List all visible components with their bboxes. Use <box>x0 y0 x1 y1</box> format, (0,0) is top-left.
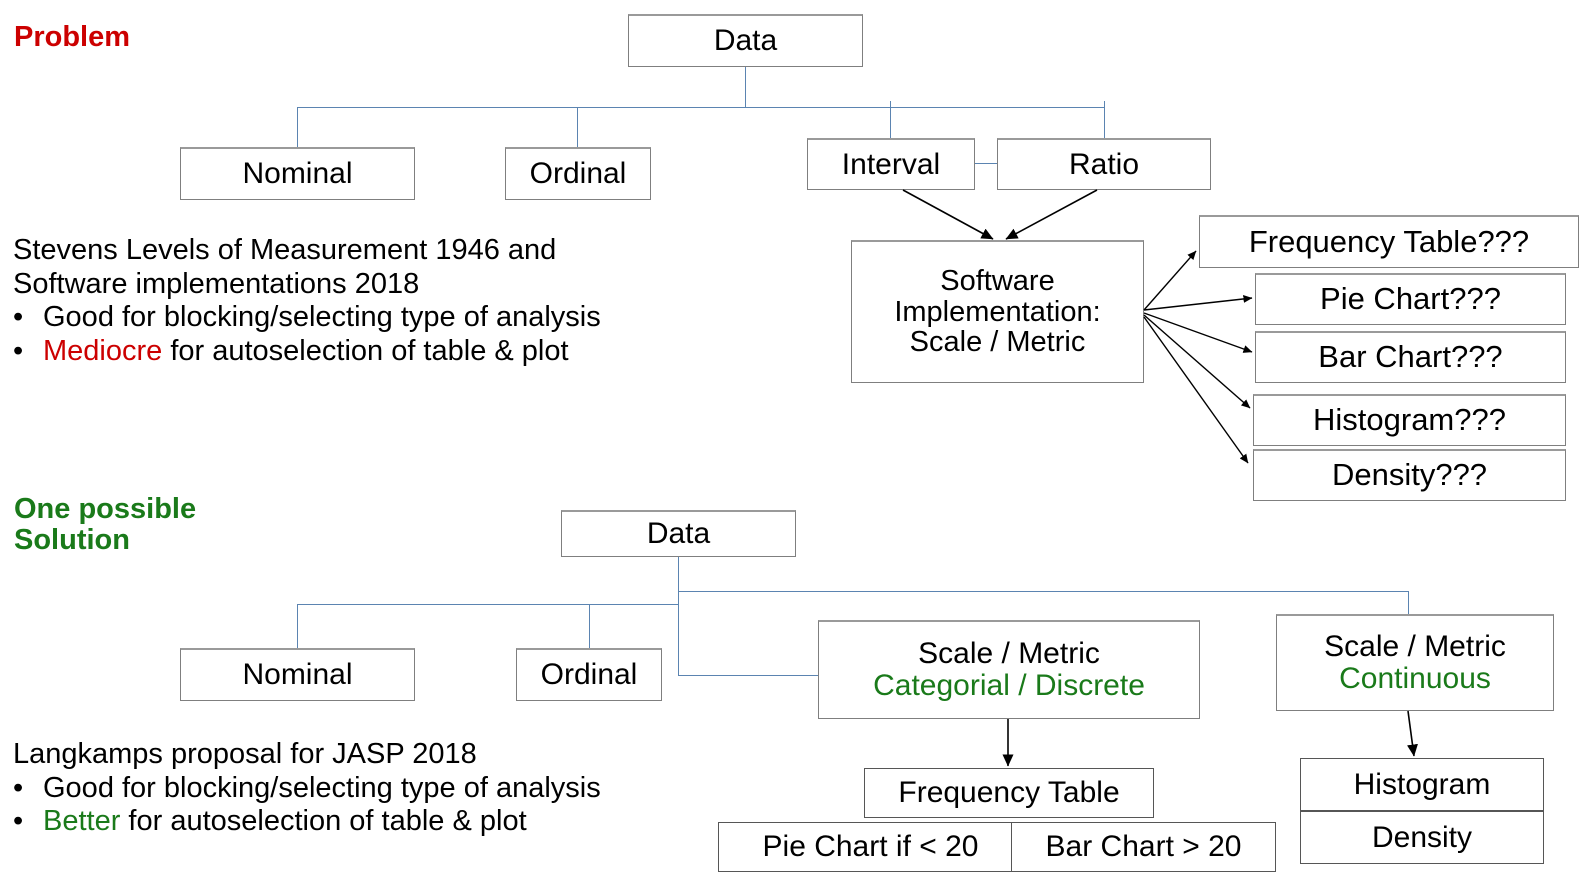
node-label-line3: Scale / Metric <box>909 326 1086 359</box>
node-label: Bar Chart??? <box>1318 339 1503 375</box>
node-label: Nominal <box>242 157 353 191</box>
connector-interval-ratio <box>974 163 998 164</box>
problem-bullet-1: • Good for blocking/selecting type of ana… <box>13 301 601 335</box>
bullet-glyph: • <box>13 771 24 804</box>
node-software-implementation[interactable]: Software Implementation: Scale / Metric <box>851 240 1144 383</box>
node-label-line2: Categorial / Discrete <box>873 669 1145 702</box>
node-label: Density??? <box>1331 457 1488 493</box>
bullet-text: Good for blocking/selecting type of anal… <box>43 771 601 804</box>
node-ratio-problem[interactable]: Ratio <box>997 138 1211 190</box>
node-label: Histogram <box>1353 767 1491 801</box>
connector-root-stem <box>745 67 746 108</box>
node-nominal-problem[interactable]: Nominal <box>180 147 415 200</box>
node-bar-chart-rule[interactable]: Bar Chart > 20 <box>1011 822 1276 872</box>
node-frequency-table-question[interactable]: Frequency Table??? <box>1199 215 1579 268</box>
arrow-continuous-to-histogram <box>1407 710 1418 757</box>
node-pie-chart-question[interactable]: Pie Chart??? <box>1255 273 1566 325</box>
connector-to-ordinal <box>577 107 578 147</box>
node-histogram-question[interactable]: Histogram??? <box>1253 394 1566 446</box>
connector-to-nominal <box>297 107 298 147</box>
node-scale-metric-continuous[interactable]: Scale / Metric Continuous <box>1276 614 1554 711</box>
solution-section-title: One possible Solution <box>14 493 197 557</box>
connector-root-stem-2 <box>678 557 679 675</box>
problem-bullet-2: • Mediocre for autoselection of table & p… <box>13 335 601 369</box>
arrow-software-to-histogram <box>1143 314 1251 409</box>
node-label: Ratio <box>1068 147 1140 181</box>
connector-left-bus <box>297 604 678 605</box>
node-label: Bar Chart > 20 <box>1045 830 1242 864</box>
connector-to-ordinal-2 <box>589 604 590 655</box>
problem-description: Stevens Levels of Measurement 1946 and S… <box>13 234 601 369</box>
node-label: Data <box>713 24 778 58</box>
node-label: Interval <box>841 147 941 181</box>
node-frequency-table[interactable]: Frequency Table <box>864 768 1154 818</box>
solution-bullet-1: • Good for blocking/selecting type of ana… <box>13 772 601 806</box>
bullet-glyph: • <box>13 334 24 367</box>
bullet-highlight: Mediocre <box>43 334 163 367</box>
node-label: Data <box>646 517 711 551</box>
node-label: Pie Chart if < 20 <box>762 830 979 864</box>
node-label: Nominal <box>242 658 353 692</box>
bullet-glyph: • <box>13 301 24 334</box>
node-label: Density <box>1371 820 1473 854</box>
node-label: Ordinal <box>540 658 638 692</box>
node-density[interactable]: Density <box>1300 811 1544 864</box>
solution-bullet-2: • Better for autoselection of table & plo… <box>13 805 601 839</box>
solution-description: Langkamps proposal for JASP 2018 • Good f… <box>13 738 601 839</box>
node-label-line2: Implementation: <box>894 295 1101 328</box>
node-scale-metric-categorial[interactable]: Scale / Metric Categorial / Discrete <box>818 620 1200 719</box>
connector-root-bus <box>297 107 1105 108</box>
node-label: Pie Chart??? <box>1320 281 1501 317</box>
node-interval-problem[interactable]: Interval <box>807 138 975 190</box>
arrow-software-to-density <box>1143 316 1249 464</box>
node-label: Histogram??? <box>1313 402 1506 438</box>
node-label: Frequency Table <box>898 776 1120 810</box>
node-histogram[interactable]: Histogram <box>1300 758 1544 811</box>
bullet-glyph: • <box>13 805 24 838</box>
node-pie-chart-rule[interactable]: Pie Chart if < 20 <box>718 822 1023 872</box>
bullet-highlight: Better <box>43 805 121 838</box>
arrow-software-to-bar-chart <box>1143 312 1253 353</box>
problem-lead-line2: Software implementations 2018 <box>13 267 420 300</box>
arrow-ratio-to-software <box>1005 189 1098 240</box>
node-density-question[interactable]: Density??? <box>1253 449 1566 501</box>
arrow-software-to-pie-chart <box>1143 294 1253 311</box>
connector-to-ratio <box>1104 101 1105 139</box>
bullet-text: Good for blocking/selecting type of anal… <box>43 301 601 334</box>
bullet-text: for autoselection of table & plot <box>162 334 569 367</box>
node-nominal-solution[interactable]: Nominal <box>180 648 415 701</box>
node-ordinal-solution[interactable]: Ordinal <box>516 648 662 701</box>
bullet-text: for autoselection of table & plot <box>120 805 527 838</box>
connector-to-scale-categorial <box>678 675 820 676</box>
node-bar-chart-question[interactable]: Bar Chart??? <box>1255 331 1566 383</box>
node-data-root-problem[interactable]: Data <box>628 14 863 67</box>
connector-to-scale-continuous <box>1408 591 1409 623</box>
node-data-root-solution[interactable]: Data <box>561 510 796 557</box>
node-label-line2: Continuous <box>1339 662 1491 695</box>
node-label: Frequency Table??? <box>1248 223 1530 259</box>
node-label-line1: Scale / Metric <box>918 637 1100 671</box>
solution-lead-line1: Langkamps proposal for JASP 2018 <box>13 738 477 770</box>
arrow-interval-to-software <box>902 189 994 240</box>
problem-section-title: Problem <box>14 21 131 53</box>
node-label: Ordinal <box>529 157 627 191</box>
arrow-software-to-frequency-table <box>1143 250 1197 311</box>
node-label-line1: Scale / Metric <box>1324 630 1506 664</box>
connector-to-nominal-2 <box>297 604 298 655</box>
node-label-line1: Software <box>940 264 1055 297</box>
node-ordinal-problem[interactable]: Ordinal <box>505 147 651 200</box>
problem-lead-line1: Stevens Levels of Measurement 1946 and <box>13 234 557 266</box>
connector-to-interval <box>890 101 891 139</box>
connector-branch-continuous <box>678 591 1409 592</box>
